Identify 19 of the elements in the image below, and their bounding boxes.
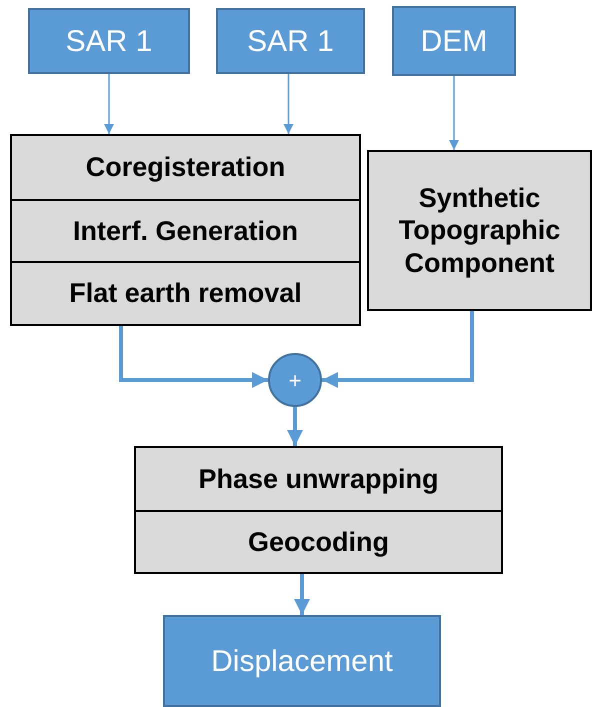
input-box: DEM [392, 6, 516, 76]
process-box: Synthetic Topographic Component [367, 150, 592, 311]
arrow [294, 574, 310, 615]
arrow [287, 407, 303, 446]
process-stack-box [134, 446, 503, 574]
process-step: Phase unwrapping [136, 448, 501, 510]
process-stack-box [10, 134, 361, 326]
input-box: SAR 1 [216, 8, 365, 74]
arrow [322, 311, 474, 388]
arrow [449, 76, 459, 150]
input-box: Displacement [163, 615, 441, 707]
arrow [284, 74, 294, 134]
process-step: Coregisteration [12, 136, 359, 199]
arrow [119, 326, 268, 388]
process-step: Flat earth removal [12, 261, 359, 324]
process-step: Geocoding [136, 510, 501, 572]
process-step: Interf. Generation [12, 198, 359, 262]
input-box: SAR 1 [28, 8, 190, 74]
arrow [104, 74, 114, 134]
